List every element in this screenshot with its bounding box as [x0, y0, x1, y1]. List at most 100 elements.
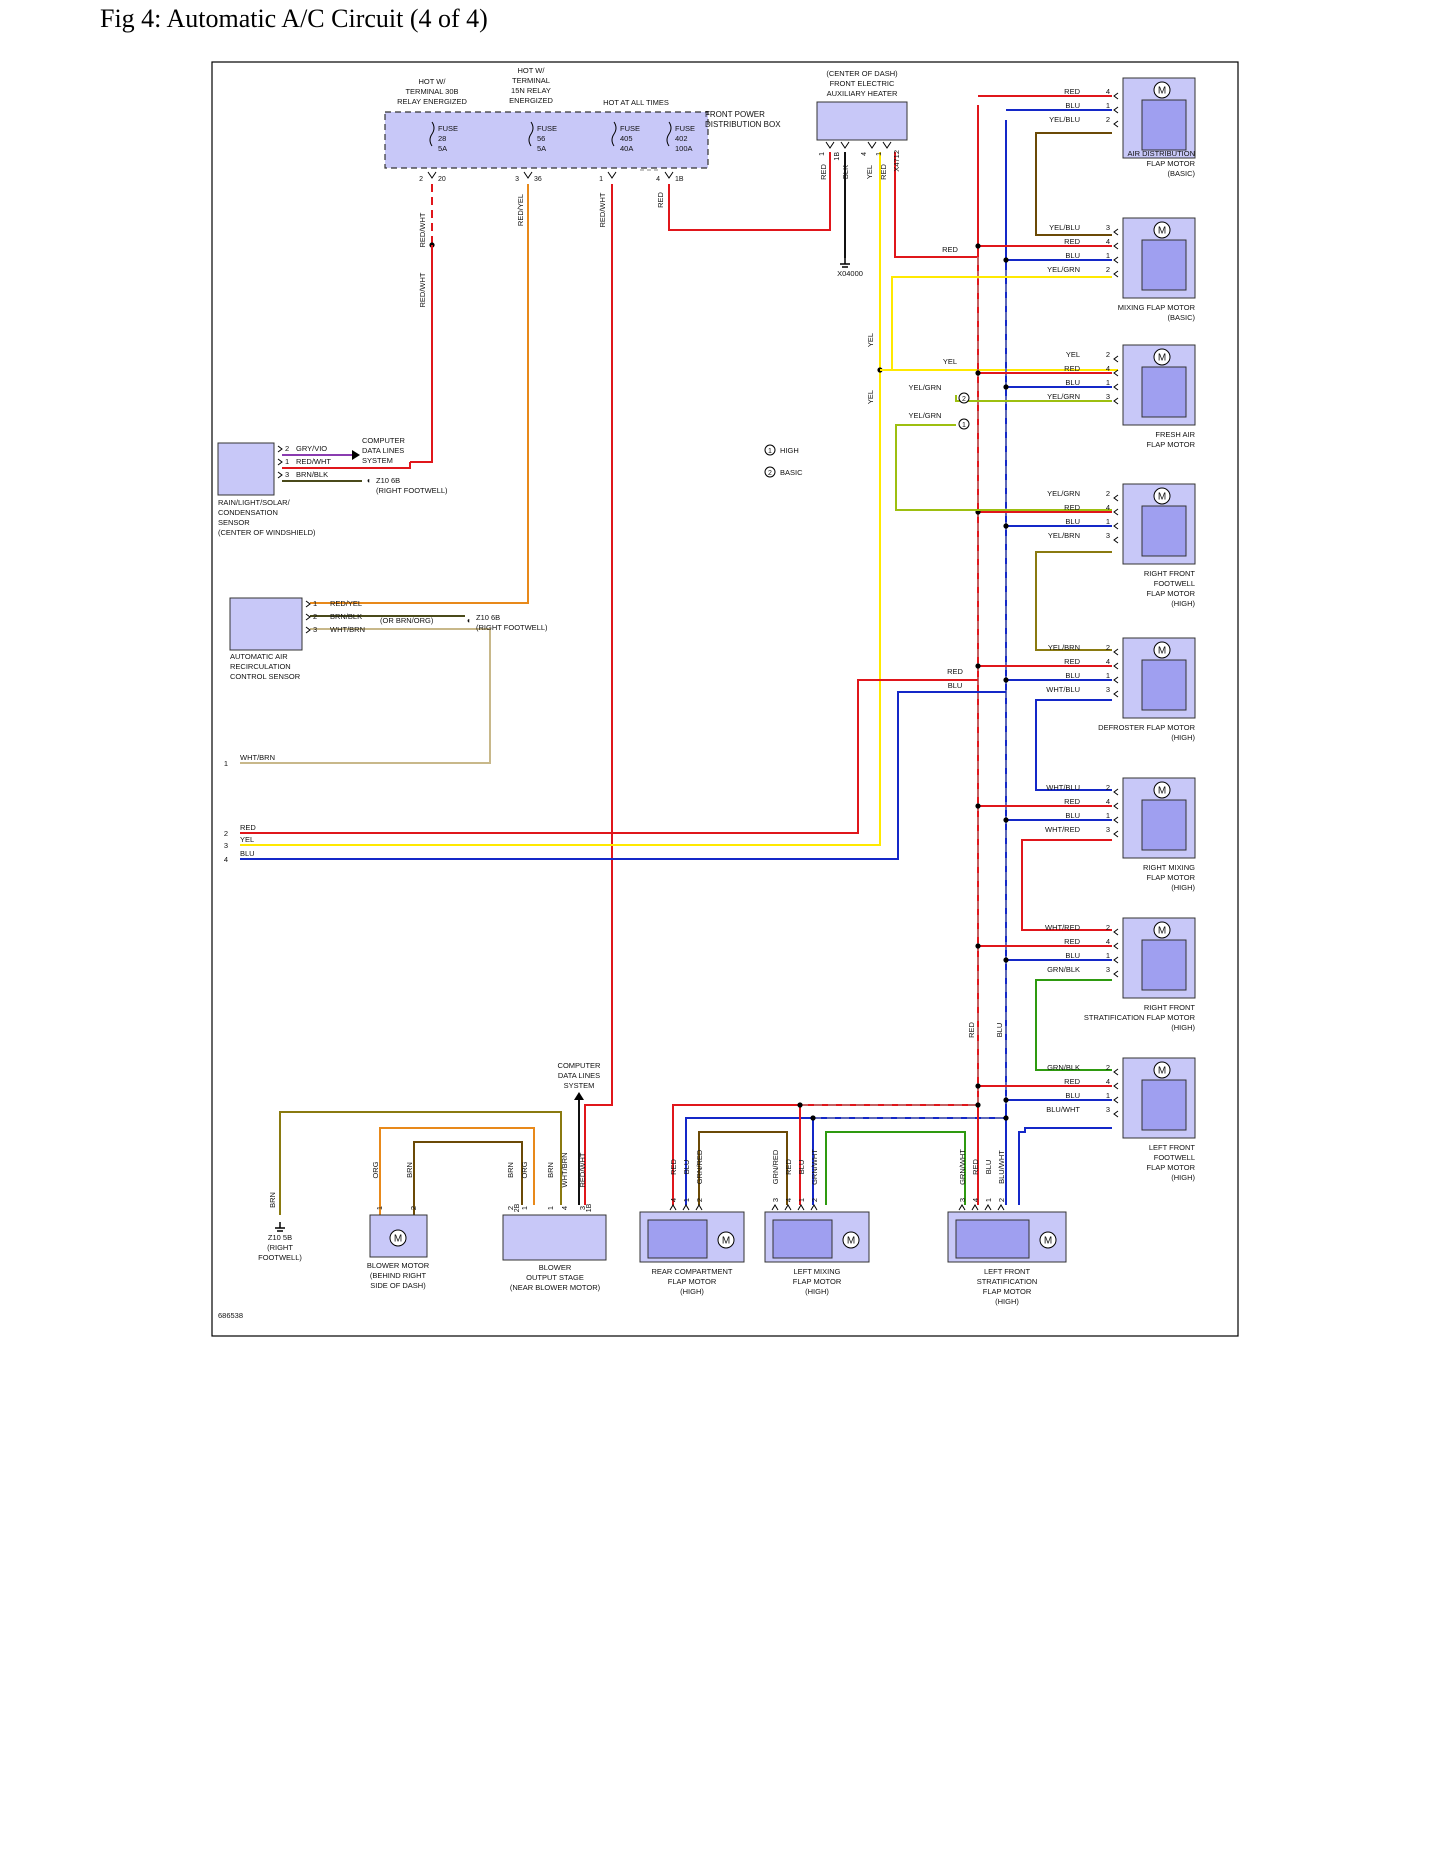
- wire-yel-grn-fresh: [955, 395, 1112, 402]
- bottom-motor-pin: 3: [958, 1198, 967, 1202]
- blower-stage-conn: 1B: [586, 1203, 593, 1212]
- heater-pin: 1: [876, 152, 883, 156]
- motor-pin-num: 1: [1106, 951, 1110, 960]
- recirc-sensor-name: AUTOMATIC AIR: [230, 652, 288, 661]
- motor-icon: M: [1158, 926, 1166, 937]
- flap-motor-name: (BASIC): [1167, 313, 1195, 322]
- wire-yel-brn: [1035, 551, 1112, 651]
- fuse-label: FUSE: [620, 124, 640, 133]
- motor-pin-wire: WHT/BLU: [1046, 783, 1080, 792]
- connector-chevron: [1113, 942, 1119, 950]
- left-front-stratification-flap-motor-name: FLAP MOTOR: [983, 1287, 1032, 1296]
- power-header-30b: TERMINAL 30B: [405, 87, 458, 96]
- ground-symbol: ◖: [366, 476, 371, 485]
- left-connector-pin: 4: [224, 855, 228, 864]
- wire-label: RED: [819, 164, 828, 180]
- bottom-data-lines-label: SYSTEM: [564, 1081, 595, 1090]
- motor-pin-num: 1: [1106, 1091, 1110, 1100]
- wire-yel-grn-foot: [895, 424, 1112, 511]
- blower-stage-name: (NEAR BLOWER MOTOR): [510, 1283, 601, 1292]
- left-front-stratification-flap-motor-name: STRATIFICATION: [977, 1277, 1038, 1286]
- flap-motor-name: LEFT FRONT: [1149, 1143, 1196, 1152]
- blower-motor: [369, 1214, 428, 1258]
- power-box-pin: 3: [515, 176, 519, 183]
- blower-stage-name: BLOWER: [539, 1263, 572, 1272]
- fuse-symbol: [666, 121, 672, 147]
- motor-pin-wire: YEL/BRN: [1048, 643, 1080, 652]
- fuse-label: FUSE: [438, 124, 458, 133]
- left-front-stratification-flap-motor-name: LEFT FRONT: [984, 1267, 1031, 1276]
- connector-chevron: [277, 445, 283, 453]
- flap-motor-body: [1141, 659, 1187, 711]
- motor-pin-num: 1: [1106, 811, 1110, 820]
- wire-red-wht-sensor: [282, 462, 411, 469]
- connector-chevron: [1113, 690, 1119, 698]
- connector-chevron: [1113, 256, 1119, 264]
- fuse-label: 5A: [537, 144, 546, 153]
- connector-chevron: [1113, 648, 1119, 656]
- sensor-wire: BRN/BLK: [296, 470, 328, 479]
- motor-pin-wire: BLU: [1065, 671, 1080, 680]
- connector-chevron: [695, 1204, 703, 1211]
- connector-chevron: [1113, 106, 1119, 114]
- rain-sensor-name: (CENTER OF WINDSHIELD): [218, 528, 316, 537]
- recirc-ground-label: Z10 6B: [476, 613, 500, 622]
- wire-label: GRN/WHT: [958, 1149, 967, 1185]
- rear-compartment-flap-motor-body: [647, 1219, 708, 1259]
- motor-pin-wire: BLU: [1065, 517, 1080, 526]
- motor-icon: [1153, 1061, 1171, 1079]
- connector-chevron: [1113, 369, 1119, 377]
- data-line-arrow: [352, 450, 360, 460]
- motor-pin-num: 4: [1106, 87, 1110, 96]
- flap-motor-name: DEFROSTER FLAP MOTOR: [1098, 723, 1195, 732]
- wire-label: RED/YEL: [516, 194, 525, 226]
- connector-chevron: [1113, 536, 1119, 544]
- splice-dot: [1003, 257, 1009, 263]
- motor-pin-num: 2: [1106, 350, 1110, 359]
- power-box-name: FRONT POWER: [705, 110, 765, 119]
- recirc-sensor: [229, 597, 303, 651]
- flap-motor-name: (HIGH): [1171, 733, 1195, 742]
- connector-chevron: [305, 613, 311, 621]
- wire-label: BRN: [405, 1162, 414, 1178]
- flap-motor-body: [1141, 799, 1187, 851]
- fuse-label: 5A: [438, 144, 447, 153]
- power-header-30b: HOT W/: [419, 77, 447, 86]
- connector-chevron: [882, 141, 892, 149]
- motor-pin-wire: YEL/BRN: [1048, 531, 1080, 540]
- motor-pin-wire: YEL/GRN: [1047, 392, 1080, 401]
- rear-compartment-flap-motor-icon: M: [722, 1236, 730, 1247]
- motor-pin-wire: YEL/GRN: [1047, 489, 1080, 498]
- power-box-conn: 20: [438, 176, 446, 183]
- left-mixing-flap-motor-body: [772, 1219, 833, 1259]
- bottom-motor-pin: 1: [797, 1198, 806, 1202]
- wire-label: RED/WHT: [598, 192, 607, 227]
- rear-compartment-flap-motor-icon: [717, 1231, 735, 1249]
- aux-heater-name: AUXILIARY HEATER: [827, 89, 898, 98]
- wire-label: RED/WHT: [418, 212, 427, 247]
- splice-dot: [1003, 523, 1009, 529]
- motor-pin-wire: BLU: [1065, 811, 1080, 820]
- power-box-name: DISTRIBUTION BOX: [705, 120, 781, 129]
- motor-pin-num: 3: [1106, 685, 1110, 694]
- bottom-motor-pin: 2: [810, 1198, 819, 1202]
- recirc-sensor-name: CONTROL SENSOR: [230, 672, 301, 681]
- power-box-pin: 1: [599, 176, 603, 183]
- connector-chevron: [1113, 242, 1119, 250]
- sensor-pin: 2: [313, 612, 317, 621]
- heater-pin: 1B: [834, 152, 841, 161]
- wire-label: WHT/BRN: [560, 1153, 569, 1188]
- motor-icon: [1153, 487, 1171, 505]
- connector-chevron: [971, 1204, 979, 1211]
- ground-symbol: ◖: [466, 616, 471, 625]
- left-connector-wire: BLU: [240, 849, 255, 858]
- power-distribution-box: [384, 111, 709, 169]
- flap-motor-body: [1141, 505, 1187, 557]
- left-connector-pin: 1: [224, 759, 228, 768]
- sensor-pin: 1: [313, 599, 317, 608]
- connector-chevron: [1113, 802, 1119, 810]
- wire-red-heater: [668, 152, 831, 231]
- fuse-label: 402: [675, 134, 688, 143]
